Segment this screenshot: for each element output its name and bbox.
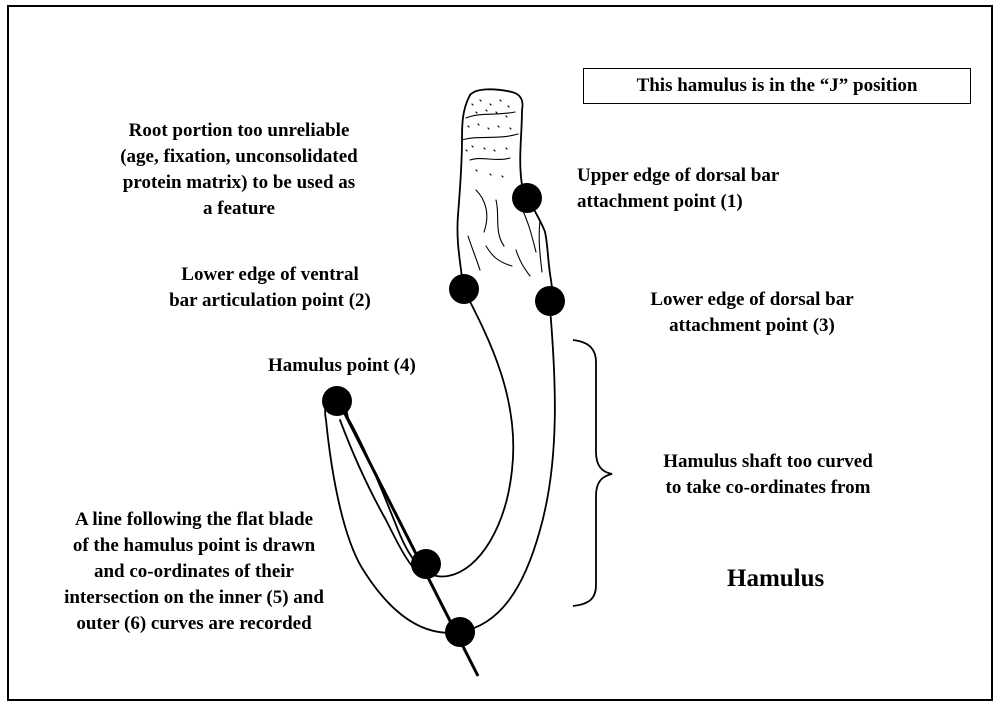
- landmark-5-dot: [411, 549, 441, 579]
- landmark-3-dot: [535, 286, 565, 316]
- root-annotation: Root portion too unreliable (age, fixati…: [84, 118, 394, 222]
- root-left-outline: [457, 95, 470, 290]
- point-3-annotation: Lower edge of dorsal bar attachment poin…: [602, 287, 902, 339]
- position-title-box: This hamulus is in the “J” position: [583, 68, 971, 104]
- blade-annotation: A line following the flat blade of the h…: [14, 507, 374, 637]
- landmark-6-dot: [445, 617, 475, 647]
- point-1-annotation: Upper edge of dorsal bar attachment poin…: [577, 163, 779, 215]
- landmark-4-dot: [322, 386, 352, 416]
- landmark-1-dot: [512, 183, 542, 213]
- shaft-bracket: [573, 340, 612, 606]
- shaft-annotation: Hamulus shaft too curved to take co-ordi…: [618, 449, 918, 501]
- point-2-annotation: Lower edge of ventral bar articulation p…: [120, 262, 420, 314]
- point-4-annotation: Hamulus point (4): [268, 353, 416, 379]
- hamulus-label: Hamulus: [727, 563, 824, 595]
- landmark-2-dot: [449, 274, 479, 304]
